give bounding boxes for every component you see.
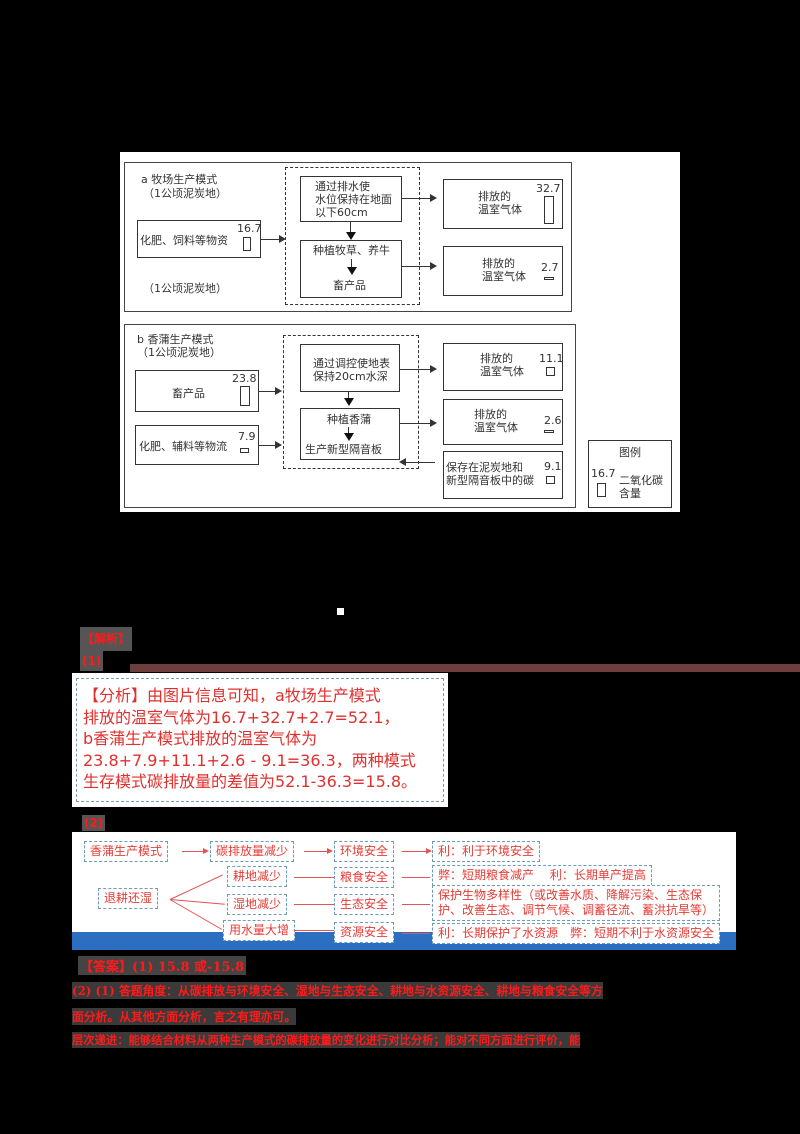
flow-result-resource: 利：长期保护了水资源 弊：短期不利于水资源安全	[432, 923, 721, 944]
flow-source-return-wetland: 退耕还湿	[98, 888, 159, 909]
flow-mid-water: 用水量大增	[223, 920, 296, 941]
arrow-right-icon	[430, 262, 437, 270]
flow-result-food: 弊：短期粮食减产 利：长期单产提高	[432, 865, 652, 886]
panel-a-ranch-mode: a 牧场生产模式 （1公顷泥炭地） 化肥、饲料等物资 16.7 （1公顷泥炭地）…	[124, 162, 572, 312]
legend: 图例 16.7 二氧化碳 含量	[588, 440, 672, 508]
drain-process-box: 通过排水使 水位保持在地面 以下60cm	[300, 176, 402, 222]
grazing-process-box: 种植牧草、养牛 畜产品	[300, 240, 402, 298]
panel-a-output-1: 排放的 温室气体 32.7	[443, 179, 563, 229]
arrow-right-icon	[275, 387, 282, 395]
water-level-process-box: 通过调控使地表 保持20cm水深	[300, 344, 400, 392]
separator-line	[130, 664, 800, 672]
co2-bar	[546, 476, 555, 484]
final-text-line: 面分析。从其他方面分析，言之有理亦可。	[72, 1008, 297, 1025]
final-answer-line: 【答案】(1) 15.8 或-15.8	[78, 956, 247, 975]
flow-safety-food: 粮食安全	[334, 867, 395, 888]
flow-mid-farmland: 耕地减少	[227, 866, 288, 887]
arrow-down-icon	[346, 232, 356, 240]
analysis-line: b香蒲生产模式排放的温室气体为	[83, 729, 318, 748]
arrow-right-icon	[279, 235, 286, 243]
analysis-line: 【分析】由图片信息可知，a牧场生产模式	[83, 686, 381, 705]
panel-b-subtitle: （1公顷泥炭地）	[137, 346, 221, 359]
flow-source-cattail: 香蒲生产模式	[84, 841, 169, 862]
co2-bar	[544, 196, 554, 224]
page-marker	[337, 608, 344, 615]
arrow-down-icon	[347, 267, 357, 275]
panel-b-output-1: 排放的 温室气体 11.1	[443, 343, 564, 391]
panel-b-output-3: 保存在泥炭地和 新型隔音板中的碳 9.1	[443, 451, 563, 499]
panel-b-output-2: 排放的 温室气体 2.6	[443, 399, 563, 445]
arrow-right-icon	[430, 419, 437, 427]
flow-safety-ecology: 生态安全	[334, 894, 395, 915]
flow-result-environment: 利：利于环境安全	[432, 841, 541, 862]
arrow-right-icon	[275, 441, 282, 449]
arrow-down-icon	[344, 433, 354, 441]
final-text-line: 层次递进：能够结合材料从两种生产模式的碳排放量的变化进行对比分析；能对不同方面进…	[72, 1032, 581, 1048]
analysis-line: 生存模式碳排放量的差值为52.1-36.3=15.8。	[83, 772, 418, 791]
flow-mid-carbon: 碳排放量减少	[210, 841, 295, 862]
flow-mid-wetland: 湿地减少	[227, 894, 288, 915]
input-label: 化肥、饲料等物资	[140, 234, 228, 247]
panel-a-subtitle: （1公顷泥炭地）	[143, 187, 227, 200]
question-1-tag: (1)	[80, 651, 104, 671]
panel-a-process-group: 通过排水使 水位保持在地面 以下60cm 种植牧草、养牛 畜产品	[285, 167, 420, 305]
panel-a-input-box: 化肥、饲料等物资 16.7	[137, 220, 262, 258]
flow-safety-environment: 环境安全	[334, 841, 395, 862]
panel-a-output-2: 排放的 温室气体 2.7	[443, 246, 563, 296]
analysis-section-tag: 【解析】	[80, 627, 133, 651]
panel-a-subtitle-bottom: （1公顷泥炭地）	[143, 282, 227, 295]
arrow-left-icon	[399, 458, 406, 466]
arrow-right-icon	[203, 848, 209, 854]
analysis-line: 排放的温室气体为16.7+32.7+2.7=52.1，	[83, 707, 400, 727]
question-2-tag: (2)	[82, 815, 106, 831]
final-text-line: (2) (1) 答题角度：从碳排放与环境安全、湿地与生态安全、耕地与水资源安全、…	[72, 982, 603, 999]
peatland-production-figure: a 牧场生产模式 （1公顷泥炭地） 化肥、饲料等物资 16.7 （1公顷泥炭地）…	[120, 152, 680, 512]
co2-bar	[544, 277, 554, 280]
legend-bar-icon	[597, 483, 606, 497]
co2-bar	[240, 448, 249, 453]
analysis-box: 【分析】由图片信息可知，a牧场生产模式 排放的温室气体为16.7+32.7+2.…	[72, 673, 448, 807]
panel-b-process-group: 通过调控使地表 保持20cm水深 种植香蒲 生产新型隔音板	[283, 335, 419, 469]
panel-b-cattail-mode: b 香蒲生产模式 （1公顷泥炭地） 畜产品 23.8 化肥、辅料等物流 7.9 …	[124, 324, 576, 508]
arrow-right-icon	[430, 194, 437, 202]
co2-bar	[544, 430, 554, 433]
co2-bar	[243, 237, 251, 251]
arrow-right-icon	[327, 848, 333, 854]
flow-result-ecology: 保护生物多样性（或改善水质、降解污染、生态保 护、改善生态、调节气候、调蓄径流、…	[432, 885, 721, 921]
cattail-process-box: 种植香蒲 生产新型隔音板	[300, 408, 400, 460]
input-value: 16.7	[237, 222, 262, 235]
impact-flow-diagram: 香蒲生产模式 退耕还湿 碳排放量减少 耕地减少 湿地减少 用水量大增 环境安全 …	[72, 832, 736, 950]
panel-b-input-2: 化肥、辅料等物流 7.9	[135, 425, 259, 465]
panel-a-title: a 牧场生产模式	[141, 173, 218, 186]
panel-b-title: b 香蒲生产模式	[137, 333, 214, 346]
arrow-right-icon	[426, 848, 432, 854]
legend-title: 图例	[619, 446, 641, 459]
co2-bar	[546, 367, 555, 376]
co2-bar	[240, 386, 250, 406]
panel-b-input-1: 畜产品 23.8	[135, 370, 259, 412]
arrow-right-icon	[430, 365, 437, 373]
arrow-down-icon	[344, 398, 354, 406]
analysis-line: 23.8+7.9+11.1+2.6 - 9.1=36.3，两种模式	[83, 750, 416, 770]
flow-safety-resource: 资源安全	[334, 922, 395, 943]
